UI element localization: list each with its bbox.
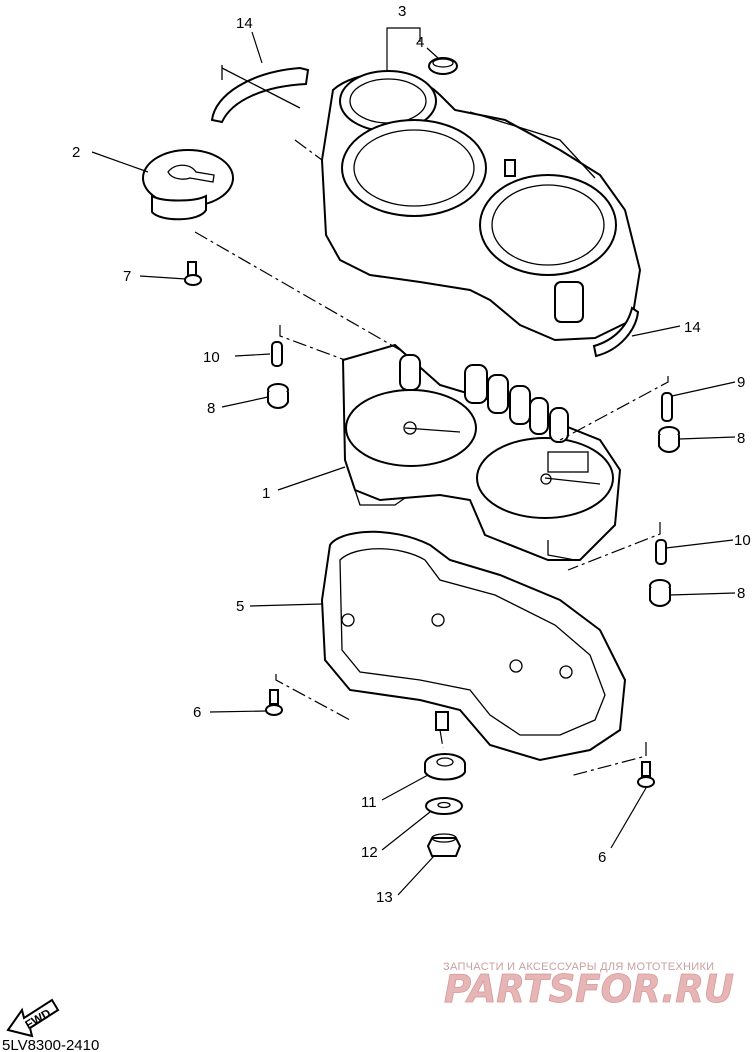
callout-14-bottom: 14 xyxy=(684,319,701,336)
part-6-screw-right xyxy=(637,761,655,788)
callout-12: 12 xyxy=(361,844,378,861)
callout-3: 3 xyxy=(398,3,406,20)
callout-8-right-lower: 8 xyxy=(737,585,745,602)
diagram-code: 5LV8300-2410 xyxy=(2,1037,99,1052)
watermark-tagline: ЗАПЧАСТИ И АКСЕССУАРЫ ДЛЯ МОТОТЕХНИКИ xyxy=(443,961,714,973)
part-8-damper-right-upper xyxy=(658,426,680,453)
callout-10-right: 10 xyxy=(734,532,751,549)
part-8-damper-right-lower xyxy=(649,579,671,607)
part-2-trip-knob xyxy=(142,149,234,221)
callout-1: 1 xyxy=(262,485,270,502)
part-3-meter-cover xyxy=(320,70,642,342)
part-4-cap xyxy=(428,57,458,75)
callout-4: 4 xyxy=(416,34,424,51)
callout-labels: 1 2 3 4 5 6 6 7 8 8 8 9 10 10 11 12 13 1… xyxy=(72,3,751,906)
fwd-arrow-icon: FWD xyxy=(6,998,60,1038)
part-6-screw-left xyxy=(265,689,283,716)
part-10-grommet-left xyxy=(271,341,283,367)
part-10-grommet-right xyxy=(655,539,667,565)
watermark: ЗАПЧАСТИ И АКСЕССУАРЫ ДЛЯ МОТОТЕХНИКИ PA… xyxy=(443,961,735,1011)
part-9-grommet-right xyxy=(661,392,673,422)
watermark-brand: PARTSFOR.RU xyxy=(444,967,734,1011)
callout-14-top: 14 xyxy=(236,15,253,32)
part-8-damper-left xyxy=(267,383,289,409)
part-11-grommet xyxy=(424,753,466,781)
part-13-nut xyxy=(426,833,462,857)
part-12-washer xyxy=(425,797,463,815)
callout-5: 5 xyxy=(236,598,244,615)
callout-6-left: 6 xyxy=(193,704,201,721)
part-7-screw xyxy=(184,261,202,286)
callout-6-right: 6 xyxy=(598,849,606,866)
callout-11: 11 xyxy=(361,794,377,811)
callout-10-left: 10 xyxy=(203,349,220,366)
part-14-upper-band xyxy=(210,65,310,124)
callout-8-left: 8 xyxy=(207,400,215,417)
leader-lines xyxy=(91,27,736,896)
alignment-lines xyxy=(194,139,669,777)
part-5-lower-case xyxy=(320,530,627,762)
callout-2: 2 xyxy=(72,144,80,161)
callout-7: 7 xyxy=(123,268,131,285)
part-1-meter-assembly xyxy=(341,343,622,561)
callout-13: 13 xyxy=(376,889,393,906)
callout-8-right-upper: 8 xyxy=(737,430,745,447)
callout-9: 9 xyxy=(737,374,745,391)
part-14-lower-band xyxy=(592,306,640,358)
